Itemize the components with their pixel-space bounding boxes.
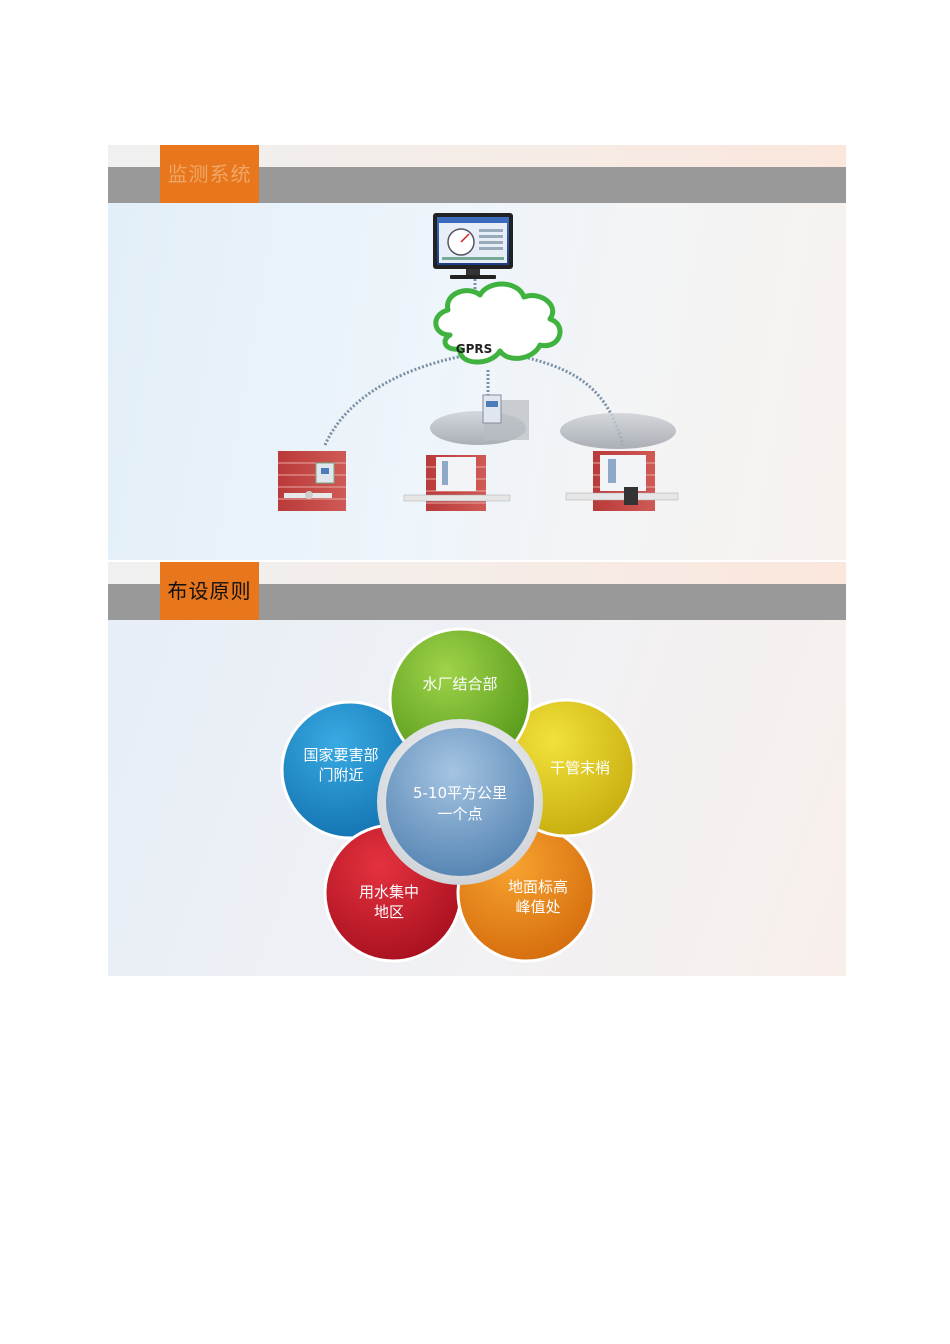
layout-principles-slide: 布设原则 xyxy=(108,562,846,976)
gprs-cloud-icon xyxy=(433,281,563,365)
network-diagram: GPRS xyxy=(278,213,679,511)
header-top-strip xyxy=(108,145,846,167)
petal-diagram xyxy=(280,627,636,963)
slide-title-tag: 布设原则 xyxy=(160,562,259,620)
link-left xyxy=(323,353,469,446)
petal-label-top: 水厂结合部 xyxy=(422,675,498,693)
slide-title-tag: 监测系统 xyxy=(160,145,259,203)
petal-label-bottom-right: 地面标高峰值处 xyxy=(507,878,569,916)
station-middle-icon xyxy=(403,394,511,511)
station-left-icon xyxy=(278,451,346,511)
monitor-icon xyxy=(433,213,513,279)
header-top-strip xyxy=(108,562,846,584)
fog-shape xyxy=(560,413,676,449)
gprs-label: GPRS xyxy=(456,342,493,356)
petal-label-bottom-left: 用水集中地区 xyxy=(358,883,420,921)
petal-label-right: 干管末梢 xyxy=(549,759,611,777)
station-right-icon xyxy=(565,451,679,511)
monitoring-system-slide: 监测系统 xyxy=(108,145,846,560)
center-circle xyxy=(386,728,534,876)
petal-label-left: 国家要害部门附近 xyxy=(303,746,379,784)
center-label: 5-10平方公里一个点 xyxy=(412,784,508,823)
